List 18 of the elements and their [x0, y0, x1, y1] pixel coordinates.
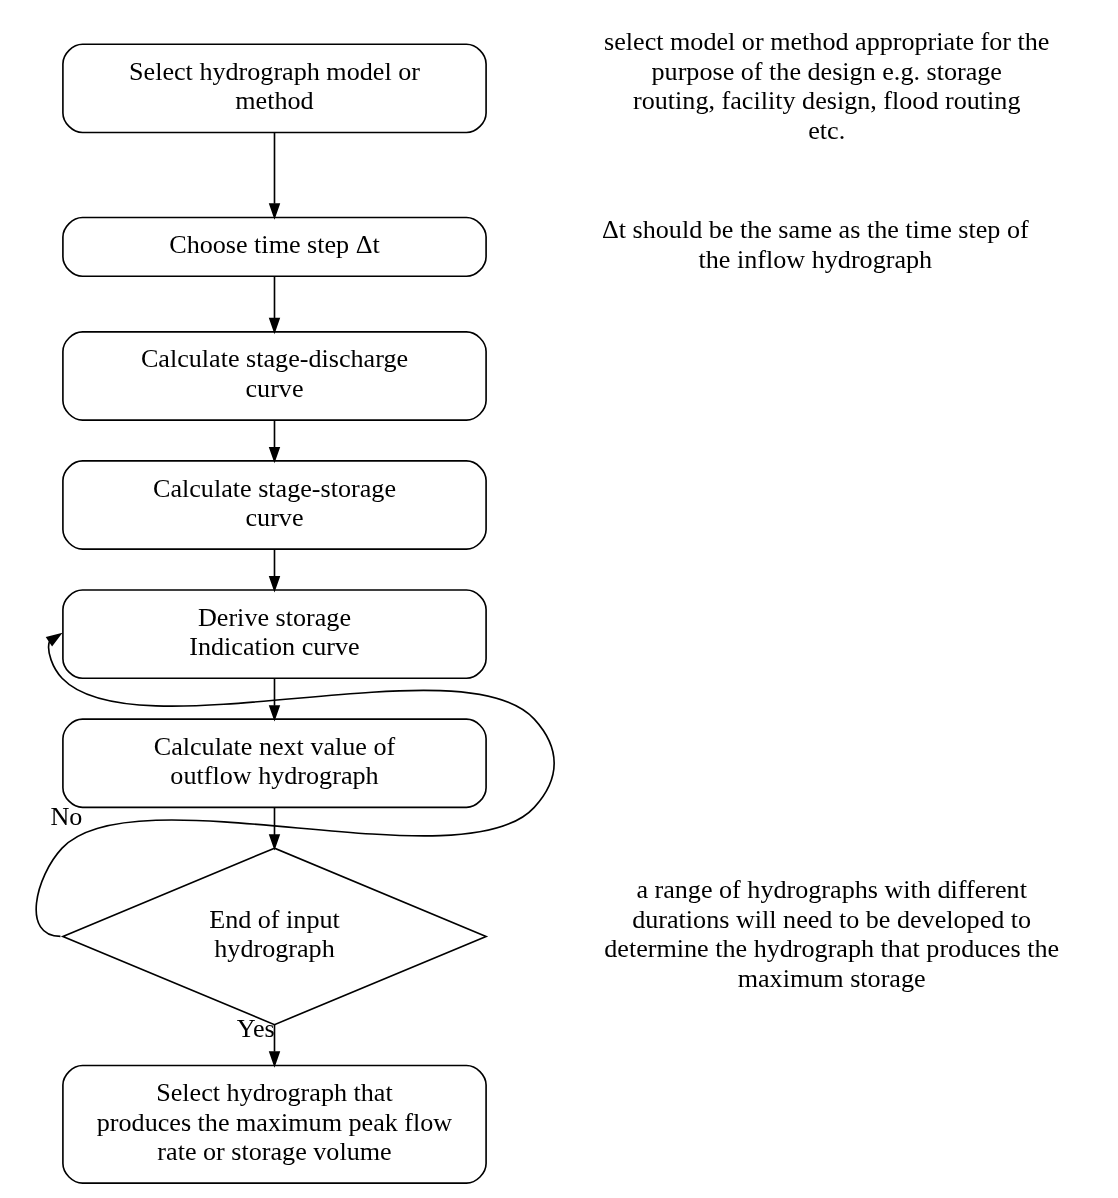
- node-box: Calculate stage-discharge curve: [62, 331, 487, 421]
- arrow: [268, 1024, 281, 1068]
- node-box: Select hydrograph that produces the maximum peak flow rate or storage volume: [62, 1064, 487, 1184]
- arrow: [268, 275, 281, 335]
- arrow: [268, 677, 281, 722]
- arrow: [35, 632, 555, 938]
- arrow: [268, 806, 281, 851]
- node-box: Derive storage Indication curve: [62, 589, 487, 680]
- node-box: Calculate stage-storage curve: [62, 460, 487, 550]
- arrow: [268, 419, 281, 464]
- node-box: Select hydrograph model or method: [62, 43, 487, 134]
- arrow: [268, 548, 281, 593]
- node-box: Choose time step Δt: [62, 216, 487, 278]
- arrow: [268, 132, 281, 220]
- label: a range of hydrographs with different durations will need to be developed to determine the hydrograph that produces the maximum storage: [604, 875, 1060, 993]
- node-box: Calculate next value of outflow hydrograph: [62, 718, 487, 809]
- label: select model or method appropriate for the purpose of the design e.g. storage routing, facility design, flood routing etc.: [604, 27, 1050, 145]
- label: Δt should be the same as the time step of the inflow hydrograph: [601, 215, 1029, 274]
